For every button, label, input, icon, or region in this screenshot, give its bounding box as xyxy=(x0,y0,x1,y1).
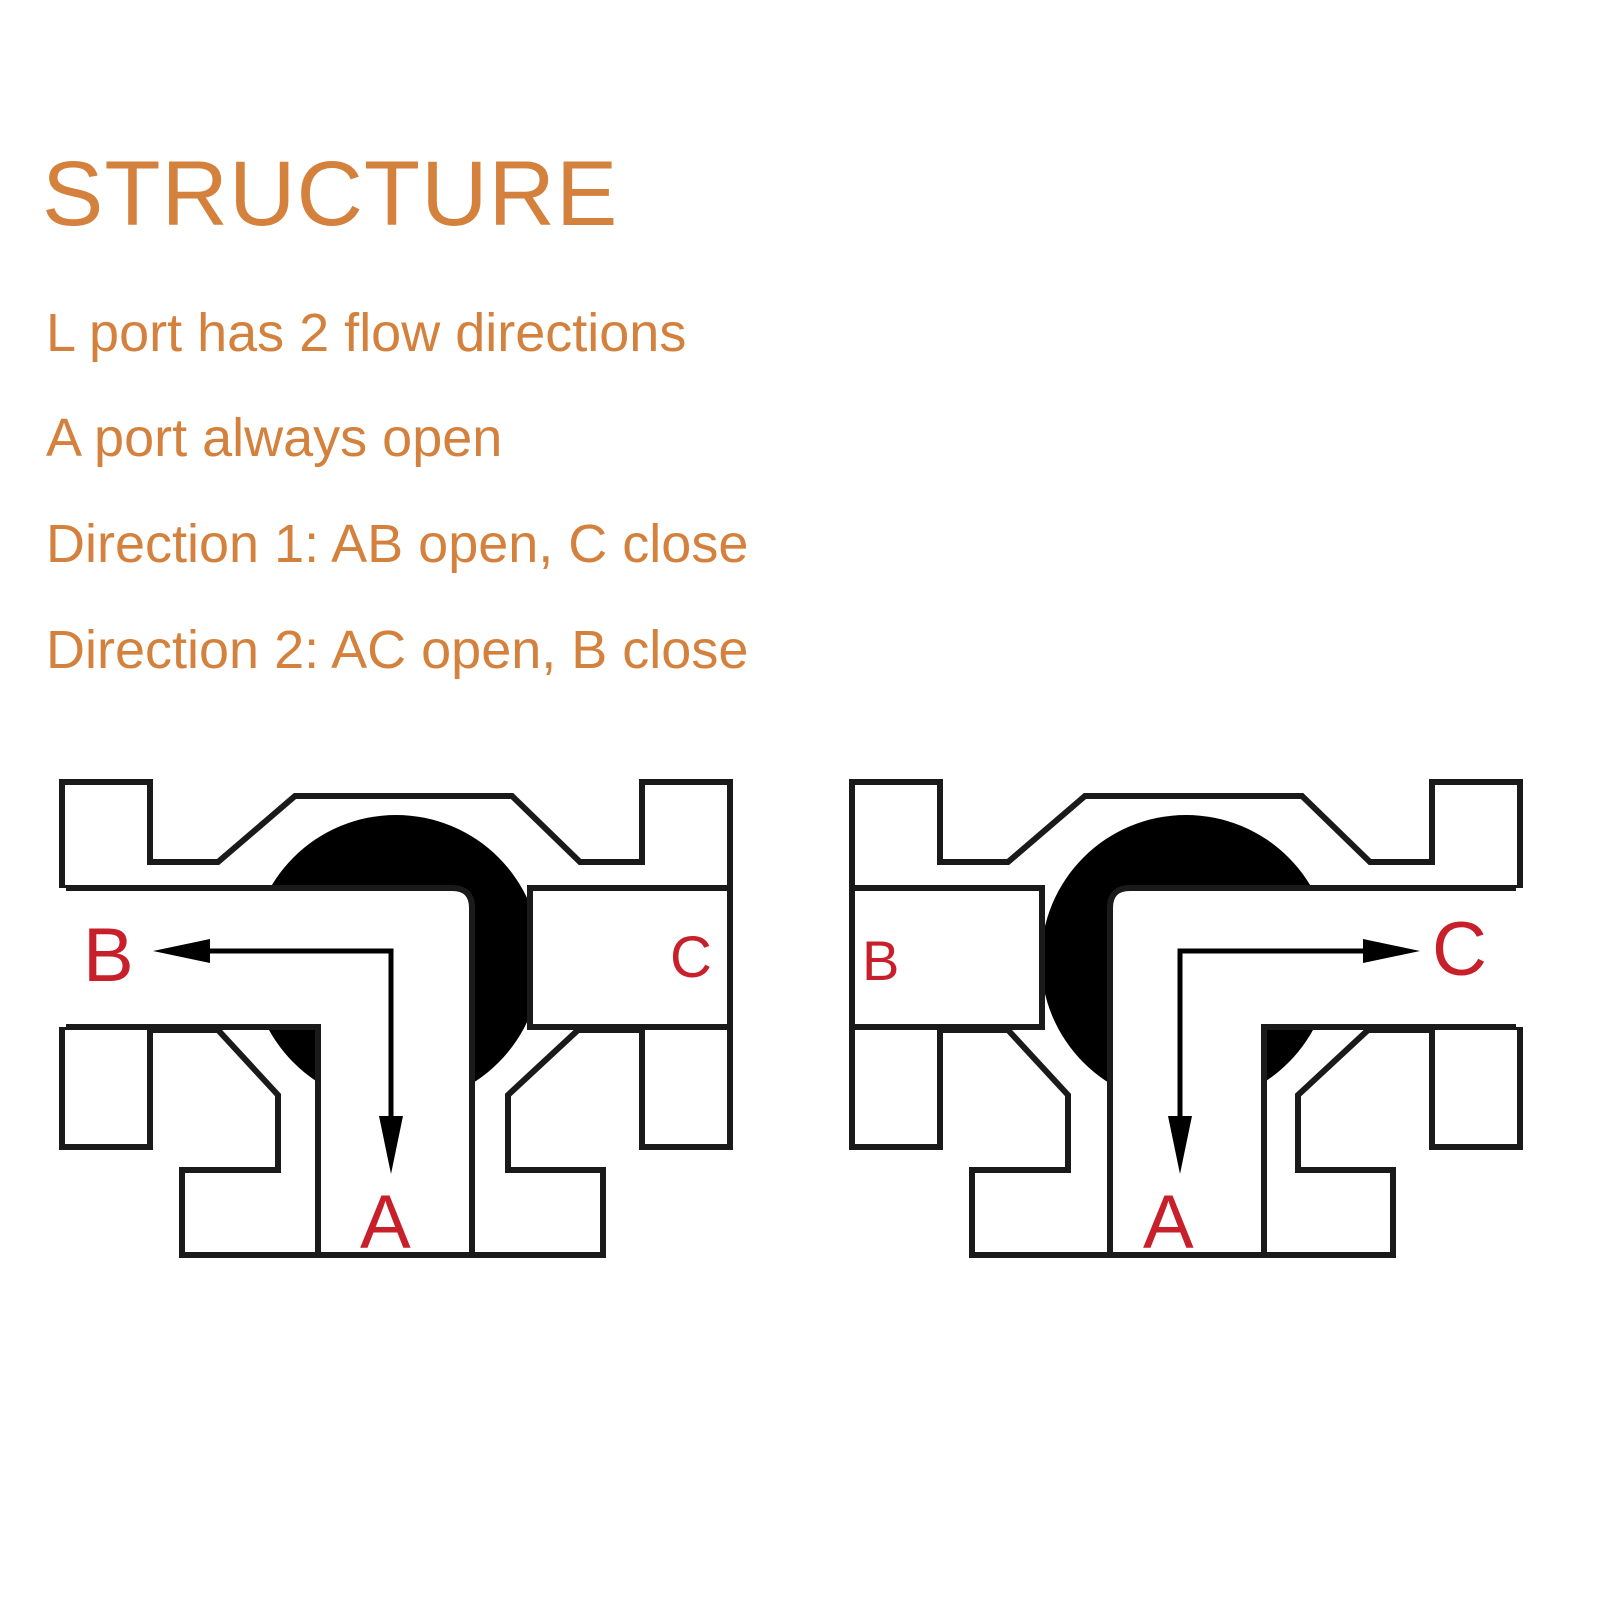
outlet-passage xyxy=(527,885,733,1030)
flow-passage xyxy=(59,885,475,1258)
port-label-a: A xyxy=(360,1180,411,1265)
port-label-b: B xyxy=(83,913,134,998)
valve-diagram-direction-2: B C A xyxy=(849,779,1524,1265)
arrow-head-c xyxy=(1363,939,1420,963)
page-title: STRUCTURE xyxy=(42,143,619,245)
port-label-c: C xyxy=(670,925,712,990)
port-label-a: A xyxy=(1143,1180,1194,1265)
port-label-c: C xyxy=(1432,907,1487,992)
arrow-head-a xyxy=(1168,1116,1192,1174)
flow-arrow-line xyxy=(1177,948,1388,1146)
flow-arrow-line xyxy=(185,948,394,1146)
arrow-head-b xyxy=(153,939,210,963)
description-line-1: L port has 2 flow directions xyxy=(46,303,687,363)
arrow-head-a xyxy=(379,1116,403,1174)
valve-diagram-direction-1: B C A xyxy=(58,779,733,1265)
port-label-b: B xyxy=(862,929,899,992)
flow-passage xyxy=(1107,885,1523,1258)
description-line-2: A port always open xyxy=(46,408,503,468)
description-line-4: Direction 2: AC open, B close xyxy=(46,620,749,680)
closed-passage xyxy=(849,885,1045,1030)
description-line-3: Direction 1: AB open, C close xyxy=(46,514,749,574)
